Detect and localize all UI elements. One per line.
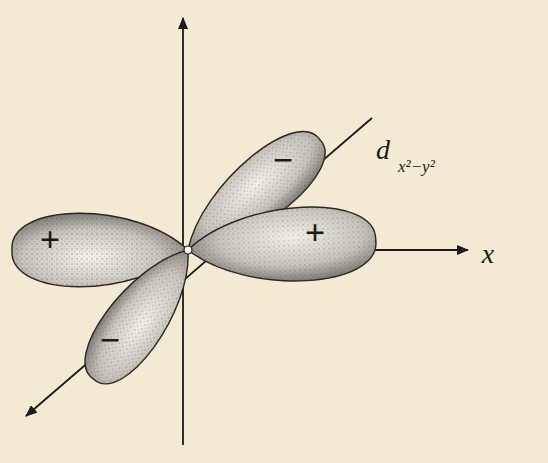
lobe-stipple [70,233,212,397]
lobe-body [186,203,378,286]
phase-sign: − [100,322,121,358]
nucleus-dot [184,246,192,254]
lobe-body [70,233,212,397]
lower-negative-lobe [70,233,212,397]
z-axis [182,18,184,445]
orbital-subscript: x²−y² [398,158,435,175]
phase-sign: + [305,215,326,251]
right-positive-lobe [186,203,378,286]
axis-label: x [482,240,494,268]
phase-sign: − [273,142,294,178]
orbital-symbol: d [376,136,390,164]
lobe-stipple [186,203,378,286]
orbital-lobes [12,116,378,397]
phase-sign: + [40,222,61,258]
